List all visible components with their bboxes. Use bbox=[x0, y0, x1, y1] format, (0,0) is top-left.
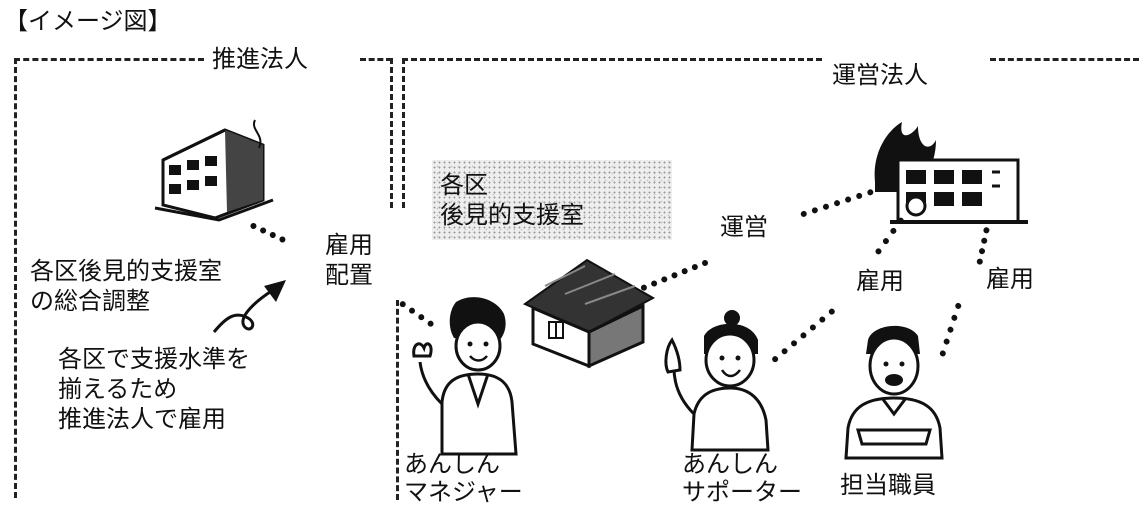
building-to-hire2-line bbox=[976, 226, 990, 266]
employment-placement-label: 雇用 配置 bbox=[325, 231, 373, 289]
hire-label-1: 雇用 bbox=[856, 267, 904, 295]
coordination-label: 各区後見的支援室 の総合調整 bbox=[30, 257, 222, 315]
support-office-house-icon bbox=[522, 258, 656, 369]
left-frame-right-upper bbox=[390, 58, 393, 208]
hiring-note: 各区で支援水準を 揃えるため 推進法人で雇用 bbox=[58, 345, 250, 433]
promotion-corp-building-icon bbox=[154, 119, 274, 222]
support-office-shaded-area bbox=[432, 160, 672, 240]
supporter-figure-icon bbox=[664, 310, 770, 452]
left-frame-top-left bbox=[14, 58, 204, 61]
image-title: 【イメージ図】 bbox=[4, 7, 172, 35]
building-to-placement-line bbox=[249, 222, 287, 244]
right-frame-top-left bbox=[402, 58, 822, 61]
right-frame-left-upper bbox=[402, 58, 405, 208]
hire1-to-supporter-line bbox=[770, 307, 836, 364]
hire-label-2: 雇用 bbox=[986, 265, 1034, 293]
manager-label: あんしん マネジャー bbox=[404, 450, 523, 506]
frame-left-lower bbox=[396, 300, 399, 500]
arrow-icon bbox=[212, 280, 286, 333]
right-frame-top-right bbox=[990, 58, 1139, 61]
left-frame-top-right bbox=[360, 58, 392, 61]
left-section-title: 推進法人 bbox=[212, 45, 308, 73]
operating-corp-building-icon bbox=[874, 122, 1028, 224]
supporter-label: あんしん サポーター bbox=[682, 450, 802, 506]
manager-figure-icon bbox=[412, 297, 518, 456]
operation-to-building-line bbox=[800, 188, 875, 218]
operation-label: 運営 bbox=[720, 213, 768, 241]
left-frame-left bbox=[14, 58, 17, 498]
staff-label: 担当職員 bbox=[840, 471, 936, 499]
right-section-title: 運営法人 bbox=[832, 61, 928, 89]
staff-figure-icon bbox=[844, 325, 944, 460]
support-office-box-label: 各区 後見的支援室 bbox=[440, 171, 584, 229]
